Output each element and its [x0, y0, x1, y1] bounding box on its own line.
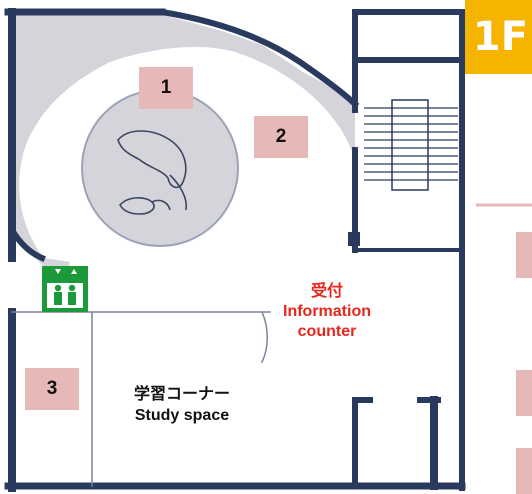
floor-badge: 1F [465, 0, 532, 74]
study-space-label: 学習コーナー Study space [112, 384, 252, 426]
information-counter-ja: 受付 [310, 283, 343, 300]
specimen-display-circle [81, 89, 239, 247]
elevator-icon [42, 266, 88, 312]
information-counter-en-line1: Information [283, 303, 371, 320]
edge-label-block-1 [516, 232, 532, 278]
study-space-ja: 学習コーナー [133, 386, 230, 403]
study-space-en: Study space [134, 407, 230, 424]
spot-label-2: 2 [254, 116, 308, 158]
spot-label-3: 3 [25, 368, 79, 410]
staircase [364, 99, 458, 191]
edge-label-block-2 [516, 370, 532, 416]
information-counter-en-line2: counter [297, 323, 357, 340]
edge-label-block-3 [516, 448, 532, 494]
crab-claw-specimen [117, 130, 188, 215]
spot-label-1: 1 [139, 67, 193, 109]
walls [4, 8, 466, 492]
information-counter-label: 受付 Information counter [262, 282, 392, 342]
